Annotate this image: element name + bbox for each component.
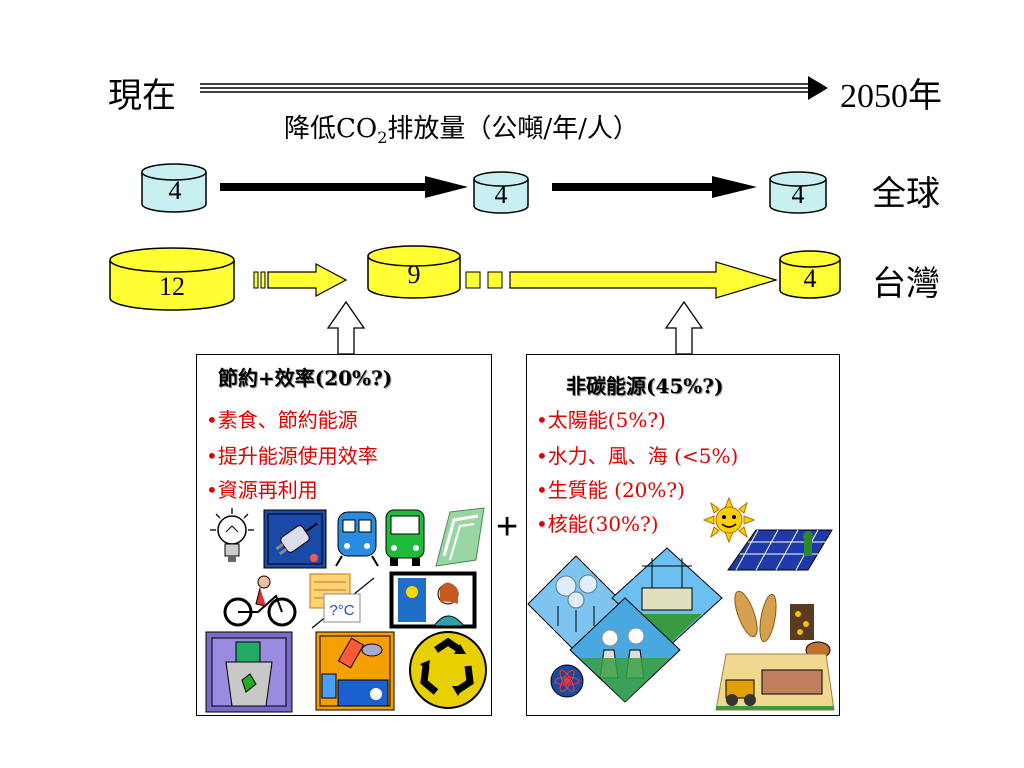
presentation-icon: [389, 571, 477, 629]
conservation-item: •提升能源使用效率: [206, 444, 378, 468]
taiwan-arrow-1: [253, 263, 348, 297]
left-up-arrow: [326, 300, 366, 355]
global-cylinder-2050: [769, 171, 827, 214]
bus-icon: [385, 509, 425, 566]
taiwan-cylinder-now: [109, 247, 235, 311]
conservation-item: •資源再利用: [206, 478, 318, 502]
taiwan-arrow-2: [465, 261, 779, 299]
timeline-end-label: 2050年: [840, 78, 942, 115]
global-cylinder-now: [141, 163, 207, 213]
recycle-symbol-icon: [409, 631, 487, 709]
taiwan-value-2050: 4: [803, 264, 817, 293]
timeline-caption: 降低CO2排放量（公噸/年/人）: [284, 114, 639, 148]
non-carbon-item: •生質能 (20%?): [536, 478, 685, 502]
non-carbon-title: 非碳能源(45%?): [566, 374, 724, 398]
thermostat-text: ?°C: [329, 602, 354, 619]
non-carbon-item: •水力、風、海 (<5%): [536, 444, 739, 468]
non-carbon-item: •太陽能(5%?): [536, 408, 666, 432]
thermostat-icon: ?°C: [309, 573, 375, 629]
global-arrow-1: [220, 176, 468, 198]
power-plant-icon: [569, 597, 681, 703]
taiwan-value-mid: 9: [407, 260, 421, 289]
plus-sign: +: [496, 506, 519, 548]
non-carbon-item: •核能(30%?): [536, 512, 659, 536]
global-cylinder-mid: [473, 171, 529, 214]
atom-icon: [550, 664, 584, 698]
light-bulb-icon: [210, 508, 254, 562]
waste-icon: [315, 631, 395, 711]
global-row-label: 全球: [872, 174, 940, 214]
global-arrow-2: [552, 176, 757, 198]
right-up-arrow: [664, 300, 704, 355]
plug-icon: [263, 509, 327, 569]
timeline-start-label: 現在: [108, 76, 176, 116]
conservation-item: •素食、節約能源: [206, 408, 358, 432]
recycle-bin-icon: [205, 631, 293, 713]
timeline-arrow: [200, 76, 828, 100]
global-value-now: 4: [168, 176, 182, 205]
taiwan-value-now: 12: [159, 272, 185, 301]
solar-panel-icon: [727, 529, 833, 571]
taiwan-cylinder-mid: [367, 245, 461, 299]
train-icon: [335, 511, 379, 567]
taiwan-cylinder-2050: [779, 250, 841, 299]
taiwan-row-label: 台灣: [872, 264, 940, 304]
biomass-icon: [715, 590, 835, 711]
cyclist-icon: [223, 575, 297, 627]
high-speed-train-icon: [435, 507, 485, 567]
global-value-2050: 4: [791, 180, 805, 209]
conservation-title: 節約+效率(20%?): [218, 366, 393, 390]
global-value-mid: 4: [494, 180, 508, 209]
sun-icon: [702, 496, 756, 544]
